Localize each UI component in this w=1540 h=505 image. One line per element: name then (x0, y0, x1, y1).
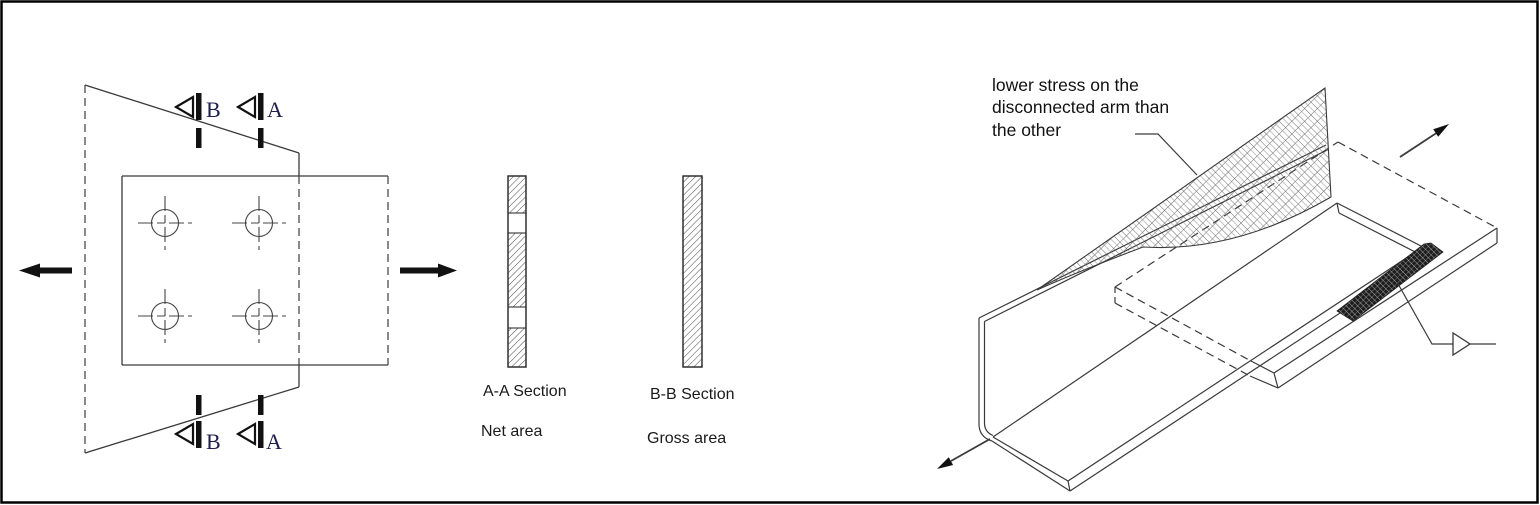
cut-label-b-top: B (206, 97, 221, 122)
section-cut-marker-b-top: B (173, 93, 221, 148)
bolt-hole (232, 289, 286, 343)
aa-section-title: A-A Section (483, 383, 567, 400)
cut-label-b-bottom: B (206, 429, 221, 454)
bb-section-title: B-B Section (650, 386, 735, 403)
weld-symbol-icon (1452, 331, 1472, 357)
weld-stress-strip (1336, 242, 1444, 322)
bolted-plate-plan-view: B A B A (19, 84, 457, 454)
bolt-hole (232, 196, 286, 250)
bb-section-subtitle: Gross area (647, 430, 727, 447)
tension-arrow-right-icon (400, 263, 457, 278)
stress-annotation-line-1: lower stress on the (992, 75, 1139, 95)
aa-section-subtitle: Net area (481, 423, 543, 440)
tension-arrow-up-right-icon (1399, 124, 1449, 158)
bolt-holes (138, 196, 286, 343)
bolt-hole (138, 196, 192, 250)
bolt-hole (138, 289, 192, 343)
section-cut-marker-a-bottom: A (235, 395, 282, 454)
cut-label-a-top: A (267, 97, 283, 122)
aa-section-bar (507, 175, 527, 368)
section-cut-marker-b-bottom: B (173, 395, 221, 454)
weld-callout (1396, 281, 1496, 357)
gusset-plate-outline (84, 84, 300, 454)
stress-distribution-hatch (1036, 86, 1332, 291)
main-plate-outline (121, 175, 389, 366)
stress-annotation: lower stress on the disconnected arm tha… (992, 74, 1169, 141)
section-cut-marker-a-top: A (235, 93, 283, 148)
stress-annotation-line-2: disconnected arm than (992, 97, 1170, 118)
angle-isometric-view (937, 86, 1498, 492)
cut-label-a-bottom: A (266, 429, 282, 454)
annotation-leader-line (1135, 133, 1198, 176)
stress-annotation-line-3: the other (992, 119, 1062, 140)
tension-arrow-left-icon (19, 263, 72, 278)
bb-section-bar (682, 175, 703, 368)
tension-arrow-down-left-icon (937, 438, 991, 469)
